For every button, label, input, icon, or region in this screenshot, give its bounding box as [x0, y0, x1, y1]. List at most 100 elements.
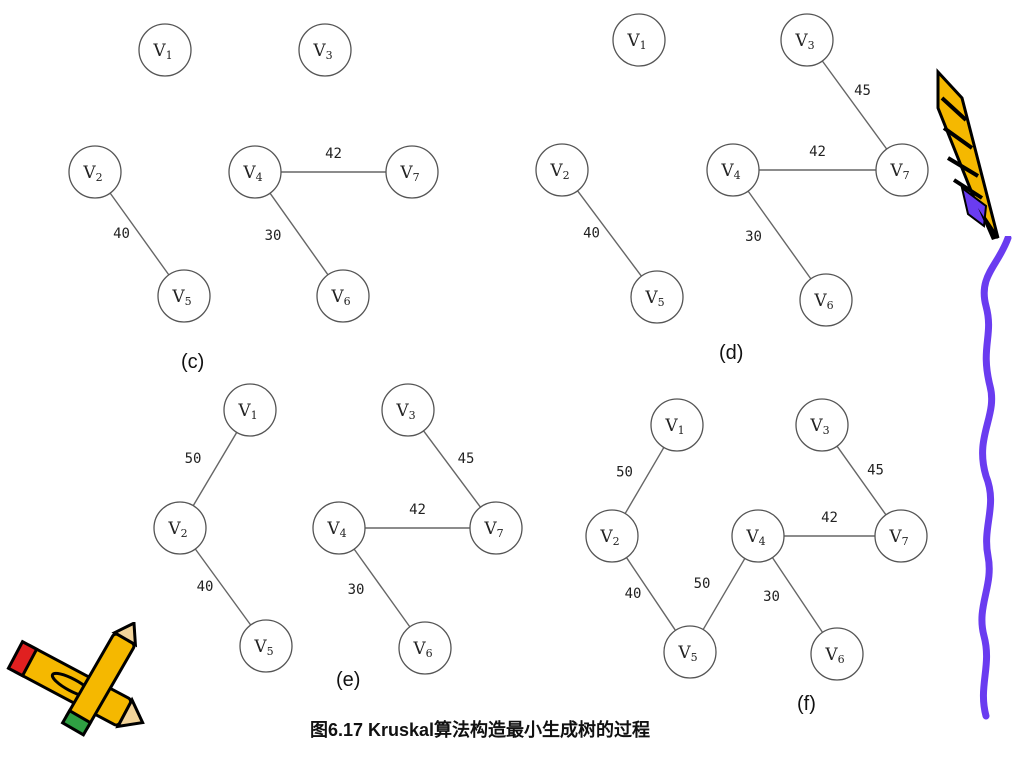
node-label-subscript: 2	[181, 527, 188, 540]
edge-v3-v7: 45	[422, 430, 482, 508]
node-label-letter: V	[888, 527, 902, 547]
edge-line	[625, 557, 677, 631]
node-label-letter: V	[745, 527, 759, 547]
edge-v4-v6: 30	[265, 192, 329, 276]
edge-weight-label: 42	[821, 510, 838, 526]
edge-weight-label: 42	[809, 144, 826, 160]
node-label-letter: V	[794, 31, 808, 51]
node-label-letter: V	[167, 519, 181, 539]
node-label: V6	[330, 287, 350, 308]
node-v4: V4	[731, 509, 785, 563]
node-label-subscript: 3	[823, 424, 830, 437]
node-circle	[795, 398, 849, 452]
node-label-subscript: 4	[340, 527, 347, 540]
node-label-subscript: 3	[326, 49, 333, 62]
node-label-subscript: 7	[903, 169, 910, 182]
panel-label-e: (e)	[336, 669, 361, 691]
node-v1: V1	[138, 23, 192, 77]
node-v5: V5	[630, 270, 684, 324]
edge-v3-v7: 45	[836, 445, 887, 516]
node-label: V5	[253, 637, 273, 658]
node-circle	[68, 145, 122, 199]
node-label-subscript: 5	[185, 295, 192, 308]
node-label-letter: V	[664, 416, 678, 436]
node-label: V3	[794, 31, 814, 52]
edge-line	[771, 557, 824, 633]
edge-weight-label: 45	[854, 83, 871, 99]
node-label: V6	[813, 291, 833, 312]
edge-weight-label: 30	[265, 228, 282, 244]
node-circle	[585, 509, 639, 563]
node-label-subscript: 1	[166, 49, 173, 62]
node-circle	[810, 627, 864, 681]
edge-line	[747, 190, 812, 280]
node-label-subscript: 2	[563, 169, 570, 182]
edge-v2-v5: 40	[577, 190, 642, 277]
node-label: V3	[395, 401, 415, 422]
node-circle	[153, 501, 207, 555]
node-label: V1	[152, 41, 172, 62]
node-v2: V2	[68, 145, 122, 199]
edge-v4-v7: 42	[784, 510, 875, 537]
node-v1: V1	[223, 383, 277, 437]
node-label-letter: V	[809, 416, 823, 436]
node-v3: V3	[780, 13, 834, 67]
node-label-subscript: 4	[734, 169, 741, 182]
node-label-subscript: 5	[658, 296, 665, 309]
edge-line	[192, 432, 238, 506]
node-circle	[223, 383, 277, 437]
node-label-letter: V	[253, 637, 267, 657]
edge-weight-label: 45	[458, 451, 475, 467]
node-label-letter: V	[237, 401, 251, 421]
node-circle	[381, 383, 435, 437]
purple-squiggle-icon	[978, 236, 1012, 720]
edge-weight-label: 50	[694, 576, 711, 592]
node-circle	[398, 621, 452, 675]
edge-v4-v7: 42	[365, 502, 470, 529]
node-circle	[157, 269, 211, 323]
edge-weight-label: 40	[113, 226, 130, 242]
edge-line	[269, 192, 329, 276]
node-circle	[298, 23, 352, 77]
edge-v4-v6: 30	[763, 557, 824, 633]
node-label-letter: V	[889, 161, 903, 181]
node-circle	[650, 398, 704, 452]
node-label: V7	[888, 527, 908, 548]
node-label-subscript: 2	[613, 535, 620, 548]
node-v2: V2	[535, 143, 589, 197]
panel-label-d: (d)	[719, 342, 744, 364]
node-label-subscript: 1	[678, 424, 685, 437]
edge-v4-v7: 42	[759, 144, 876, 171]
node-v5: V5	[239, 619, 293, 673]
node-label-subscript: 3	[808, 39, 815, 52]
node-label: V4	[242, 163, 262, 184]
edge-v2-v5: 40	[109, 192, 170, 276]
edge-v5-v4: 50	[694, 558, 746, 630]
node-label-subscript: 4	[759, 535, 766, 548]
node-label-subscript: 3	[409, 409, 416, 422]
edge-weight-label: 50	[616, 465, 633, 481]
edge-weight-label: 30	[745, 229, 762, 245]
node-circle	[663, 625, 717, 679]
pencils-bottom-left-icon	[6, 622, 145, 737]
node-label-letter: V	[599, 527, 613, 547]
node-v2: V2	[153, 501, 207, 555]
node-label-letter: V	[824, 645, 838, 665]
node-v4: V4	[228, 145, 282, 199]
node-label-letter: V	[483, 519, 497, 539]
node-label-subscript: 5	[691, 651, 698, 664]
edge-weight-label: 30	[763, 589, 780, 605]
node-label-letter: V	[326, 519, 340, 539]
node-label: V7	[399, 163, 419, 184]
node-label: V4	[720, 161, 740, 182]
node-v6: V6	[316, 269, 370, 323]
node-v5: V5	[663, 625, 717, 679]
edge-v3-v7: 45	[821, 60, 888, 150]
edge-v1-v2: 50	[616, 447, 665, 514]
node-label: V2	[549, 161, 569, 182]
node-label-letter: V	[813, 291, 827, 311]
node-label: V5	[171, 287, 191, 308]
